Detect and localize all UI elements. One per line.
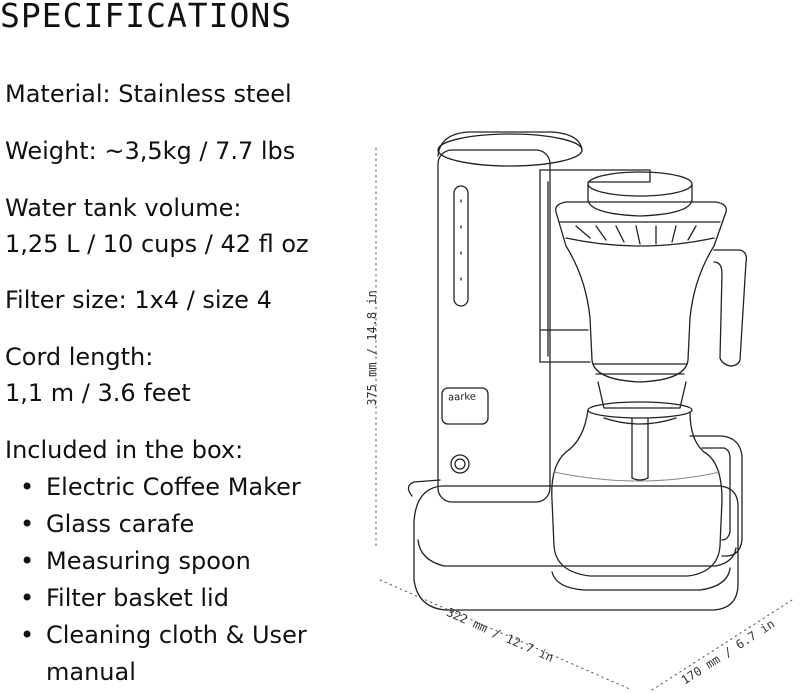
spec-value: 1,1 m / 3.6 feet (5, 379, 191, 407)
included-heading: Included in the box: (5, 436, 244, 464)
list-item: •Glass carafe (20, 510, 195, 538)
list-item-continued: manual (46, 658, 136, 686)
spec-label: Material: (5, 80, 111, 108)
spec-label: Water tank volume: (5, 194, 242, 222)
spec-material: Material: Stainless steel (5, 76, 292, 112)
spec-filter-size: Filter size: 1x4 / size 4 (5, 282, 272, 318)
spec-label: Cord length: (5, 343, 154, 371)
list-item: •Electric Coffee Maker (20, 473, 301, 501)
list-item: •Cleaning cloth & User (20, 621, 307, 649)
brand-logo: aarke (447, 391, 477, 404)
water-tank-icon (437, 131, 583, 503)
width-dimension-line (379, 579, 633, 691)
height-dimension-label: 375 mm / 14.8 in (365, 290, 379, 406)
spec-value: 1,25 L / 10 cups / 42 fl oz (5, 230, 309, 258)
spec-value: 1x4 / size 4 (126, 286, 272, 314)
base-icon (413, 485, 739, 611)
cord-icon (407, 479, 441, 497)
spec-cord-length: Cord length: 1,1 m / 3.6 feet (5, 339, 191, 411)
list-item: •Filter basket lid (20, 584, 229, 612)
spec-label: Filter size: (5, 286, 127, 314)
drip-icon (587, 381, 693, 481)
page-title: SPECIFICATIONS (0, 0, 293, 35)
spec-water-tank: Water tank volume: 1,25 L / 10 cups / 42… (5, 190, 309, 262)
list-item: •Measuring spoon (20, 547, 251, 575)
carafe-icon (551, 409, 743, 577)
spec-label: Weight: (5, 137, 97, 165)
depth-dimension-line (651, 599, 793, 691)
spec-weight: Weight: ~3,5kg / 7.7 lbs (5, 133, 295, 169)
spec-value: Stainless steel (110, 80, 292, 108)
spec-value: ~3,5kg / 7.7 lbs (96, 137, 296, 165)
filter-basket-icon (555, 201, 748, 383)
lid-icon (587, 171, 693, 217)
arm-icon (539, 169, 651, 363)
